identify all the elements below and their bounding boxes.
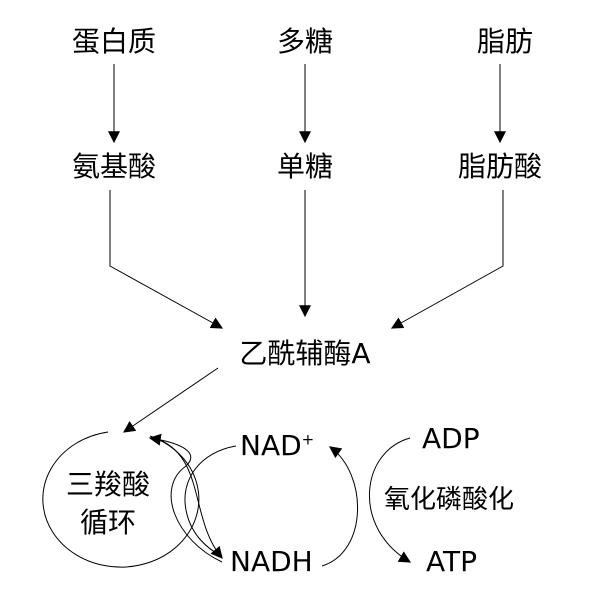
label-tca-line2: 循环	[79, 505, 137, 539]
arrow-adp-to-atp	[369, 437, 412, 563]
label-tca-line1: 三羧酸	[65, 468, 151, 501]
arrow-nadh-to-tca	[148, 433, 223, 563]
label-amino-acid: 氨基酸	[71, 150, 157, 183]
label-oxidative-phosphorylation: 氧化磷酸化	[384, 485, 515, 515]
label-nadh: NADH	[230, 545, 313, 578]
label-fat: 脂肪	[476, 25, 534, 58]
label-adp: ADP	[422, 422, 480, 455]
label-protein: 蛋白质	[71, 25, 157, 58]
tca-cycle-circle	[42, 431, 200, 568]
label-polysaccharide: 多糖	[276, 25, 334, 58]
arrow-nadh-to-nad	[321, 446, 358, 567]
label-nad-base: NAD	[240, 429, 302, 462]
arrow-amino-acid-to-acetyl-coa	[109, 190, 224, 329]
arrow-tca-to-nadh	[159, 439, 223, 559]
label-fatty-acid: 脂肪酸	[457, 150, 543, 183]
arrow-acetyl-coa-to-tca	[123, 367, 219, 433]
label-monosaccharide: 单糖	[276, 150, 334, 183]
label-atp: ATP	[426, 545, 477, 578]
arrow-fatty-acid-to-acetyl-coa	[390, 190, 504, 329]
label-tca-cycle: 三羧酸 循环	[66, 466, 150, 542]
arc-nad-left	[184, 445, 237, 557]
label-nad-plus: NAD+	[240, 432, 314, 460]
label-nad-sup: +	[301, 430, 315, 449]
label-acetyl-coa: 乙酰辅酶A	[239, 337, 371, 370]
